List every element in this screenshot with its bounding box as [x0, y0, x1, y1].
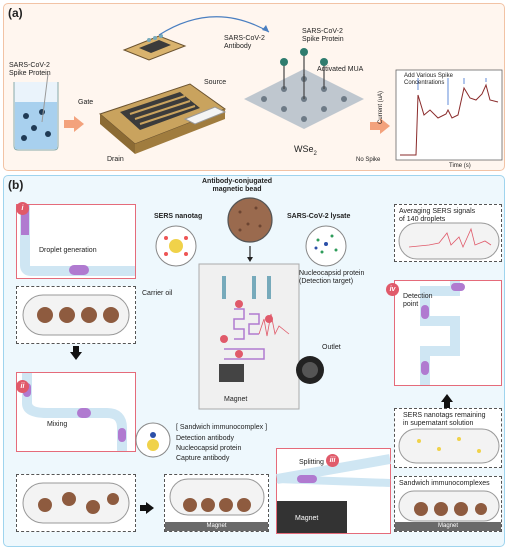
immunocomplex-zoom: Sandwich immunocomplexes Magnet — [394, 476, 502, 532]
supernatant-droplet-illustration — [398, 428, 500, 464]
nucleocapsid-protein-label: Nucleocapsid protein — [176, 445, 242, 452]
droplet-generation-label: Droplet generation — [39, 247, 97, 254]
droplet-magnet-zoom: Magnet — [164, 474, 269, 532]
panel-a-letter: (a) — [8, 6, 23, 20]
immunocomplex-droplet-illustration — [398, 490, 500, 522]
step-i-marker: i — [16, 202, 29, 215]
step-ii-panel: Mixing — [16, 372, 136, 452]
wse2-label: WSe2 — [294, 144, 317, 157]
splitting-label: Splitting — [299, 459, 324, 466]
beaker-illustration — [13, 73, 59, 151]
magnet-bar-1: Magnet — [165, 522, 268, 531]
droplet-zoom-1 — [16, 286, 136, 344]
detector-probe-icon — [296, 356, 324, 384]
arrow-right-icon — [64, 116, 84, 132]
magnet-center-label: Magnet — [224, 396, 248, 403]
sandwich-title: [ Sandwich immunocomplex ] — [176, 424, 268, 431]
supernatant-zoom: SERS nanotags remaining in supernatant s… — [394, 408, 502, 468]
panel-a: (a) SARS-CoV-2 Spike Protein Gate Source… — [3, 3, 505, 171]
carrier-oil-label: Carrier oil — [142, 290, 173, 297]
curved-arrow-icon — [158, 16, 270, 36]
detection-antibody-label: Detection antibody — [176, 435, 234, 442]
step-i-panel: Droplet generation — [16, 204, 136, 279]
lysate-label: SARS-CoV-2 lysate — [287, 213, 351, 220]
arrow-up-thick-icon — [441, 394, 453, 408]
fet-device-illustration — [99, 83, 227, 154]
graph-ylabel: Current (uA) — [378, 90, 384, 124]
arrow-right-icon-2 — [370, 118, 390, 134]
outlet-label: Outlet — [322, 344, 341, 351]
sers-spectrum-illustration — [398, 222, 500, 260]
sandwich-zoom-circle — [135, 422, 171, 458]
graph-legend: Add Various Spike Concentrations — [404, 73, 453, 86]
averaging-label: Averaging SERS signals of 140 droplets — [399, 208, 476, 223]
capture-antibody-label: Capture antibody — [176, 455, 230, 462]
spike-protein-label: SARS-CoV-2 Spike Protein — [9, 62, 51, 77]
spike-protein-2-label: SARS-CoV-2 Spike Protein — [302, 28, 344, 43]
nanotags-remaining-label: SERS nanotags remaining in supernatant s… — [403, 412, 486, 427]
lysate-icon — [305, 225, 347, 267]
magnetic-bead-icon — [227, 197, 273, 243]
drain-label: Drain — [107, 156, 124, 163]
gate-chip-illustration — [122, 34, 187, 61]
microfluidic-chip-illustration — [198, 263, 300, 410]
source-label: Source — [204, 79, 227, 86]
droplet-zoom-2 — [16, 474, 136, 532]
droplet-mixed-illustration — [22, 482, 130, 524]
sers-nanotag-icon — [155, 225, 197, 267]
droplet-beads-illustration — [22, 294, 130, 336]
arrow-down-thick-icon — [70, 346, 82, 360]
averaging-zoom: Averaging SERS signals of 140 droplets — [394, 204, 502, 262]
step-ii-marker: ii — [16, 380, 29, 393]
mixing-channel-illustration — [22, 373, 127, 451]
antibody-label: SARS-CoV-2 Antibody — [224, 35, 265, 50]
bead-title: Antibody-conjugated magnetic bead — [202, 178, 272, 193]
arrow-right-thick-icon — [140, 502, 154, 514]
current-graph — [395, 69, 503, 161]
step-iv-marker: iv — [386, 283, 399, 296]
splitting-illustration — [276, 454, 391, 533]
panel-b-letter: (b) — [8, 178, 24, 192]
detection-channel-illustration — [420, 281, 465, 385]
mixing-label: Mixing — [47, 421, 68, 428]
magnet-bar-3: Magnet — [395, 522, 501, 531]
sers-nanotag-label: SERS nanotag — [154, 213, 203, 220]
no-spike-label: No Spike — [356, 157, 381, 163]
panel-b: (b) Antibody-conjugated magnetic bead SE… — [3, 175, 505, 547]
sandwich-immunocomplexes-label: Sandwich immunocomplexes — [399, 480, 490, 487]
magnet-bar-2: Magnet — [295, 515, 319, 522]
detection-point-label: Detection point — [403, 293, 433, 308]
step-iv-panel: Detection point — [394, 280, 502, 386]
gate-label: Gate — [78, 99, 94, 106]
nucleocapsid-target-label: Nucleocapsid protein (Detection target) — [299, 270, 365, 285]
wse2-lattice-illustration — [244, 48, 364, 129]
arrow-down-icon — [247, 246, 253, 262]
graph-xlabel: Time (s) — [449, 163, 471, 169]
activated-mua-label: Activated MUA — [317, 66, 364, 73]
droplet-magnet-illustration — [169, 478, 265, 516]
step-iii-marker: iii — [326, 454, 339, 467]
droplet-generation-illustration — [20, 205, 135, 276]
